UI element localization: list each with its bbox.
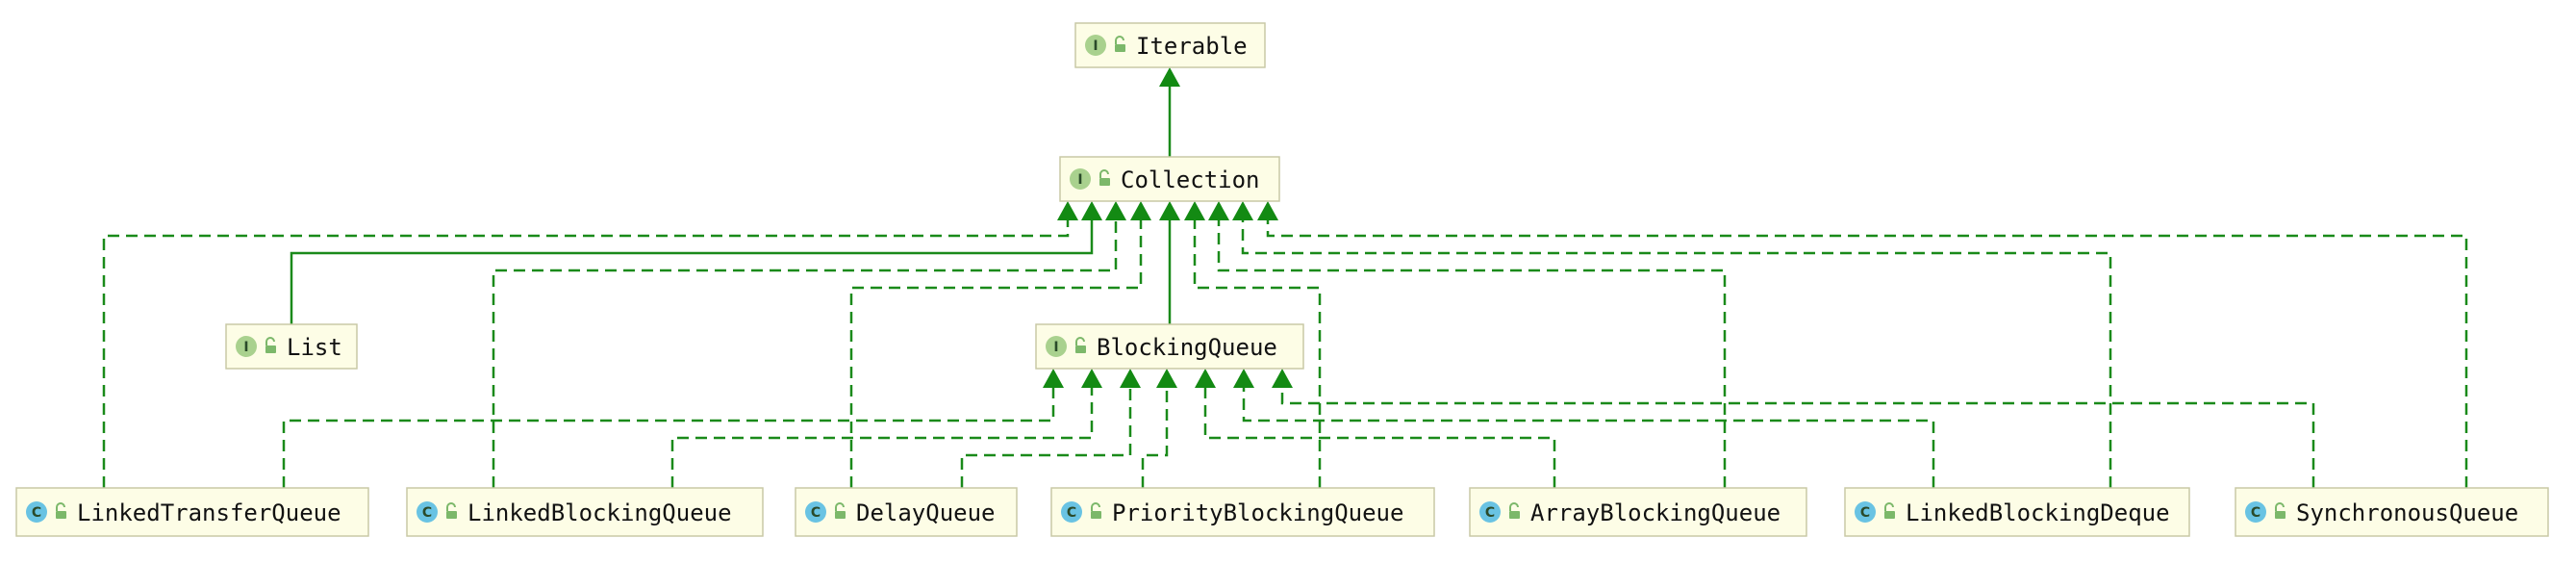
interface-I-icon — [1046, 336, 1067, 357]
node-box — [1050, 487, 1435, 537]
kind-badge-letter: C — [2251, 505, 2260, 521]
edge-linkedblockingqueue-to-collection — [492, 220, 1118, 488]
node-iterable[interactable]: I Iterable — [1074, 22, 1266, 68]
node-label: Iterable — [1136, 33, 1248, 60]
edge-linkedblockingqueue-to-blockingqueue — [670, 388, 1094, 488]
arrowhead-delayqueue-to-collection — [1130, 201, 1151, 220]
lock-icon — [1075, 337, 1086, 353]
node-label: SynchronousQueue — [2296, 499, 2518, 526]
node-label: DelayQueue — [856, 499, 996, 526]
lock-icon — [265, 337, 276, 353]
arrowhead-blockingqueue-to-collection — [1159, 201, 1180, 220]
interface-I-icon — [236, 336, 257, 357]
kind-badge-letter: I — [243, 340, 248, 355]
node-label: LinkedBlockingDeque — [1906, 499, 2170, 526]
lock-icon — [1115, 36, 1125, 52]
arrowhead-delayqueue-to-blockingqueue — [1120, 369, 1141, 388]
class-C-icon — [1479, 501, 1501, 523]
node-linkedtransferqueue[interactable]: C LinkedTransferQueue — [15, 487, 369, 537]
class-C-icon — [417, 501, 438, 523]
arrowhead-linkedtransferqueue-to-blockingqueue — [1043, 369, 1064, 388]
lock-icon — [446, 502, 457, 519]
edge-priorityblockingqueue-to-collection — [1193, 220, 1322, 488]
kind-badge-letter: C — [1067, 505, 1076, 521]
kind-badge-letter: C — [32, 505, 41, 521]
arrowhead-linkedblockingdeque-to-collection — [1232, 201, 1253, 220]
kind-badge-letter: C — [1860, 505, 1870, 521]
arrowhead-synchronousqueue-to-blockingqueue — [1272, 369, 1293, 388]
node-list[interactable]: I List — [225, 323, 358, 370]
lock-icon — [1099, 169, 1110, 186]
lock-icon — [1091, 502, 1101, 519]
edge-arrayblockingqueue-to-blockingqueue — [1203, 388, 1556, 488]
node-label: PriorityBlockingQueue — [1112, 499, 1403, 526]
lock-icon — [1509, 502, 1520, 519]
arrowhead-list-to-collection — [1081, 201, 1102, 220]
lock-icon — [2275, 502, 2286, 519]
node-box — [1074, 22, 1266, 68]
arrowhead-linkedtransferqueue-to-collection — [1057, 201, 1078, 220]
node-priorityblockingqueue[interactable]: C PriorityBlockingQueue — [1050, 487, 1435, 537]
edge-synchronousqueue-to-collection — [1266, 220, 2468, 488]
kind-badge-letter: C — [811, 505, 821, 521]
arrowhead-linkedblockingqueue-to-collection — [1105, 201, 1126, 220]
node-label: BlockingQueue — [1097, 334, 1277, 361]
node-box — [406, 487, 764, 537]
edge-synchronousqueue-to-blockingqueue — [1280, 388, 2315, 488]
node-linkedblockingdeque[interactable]: C LinkedBlockingDeque — [1844, 487, 2190, 537]
node-box — [225, 323, 358, 370]
arrowhead-collection-to-iterable — [1159, 67, 1180, 87]
interface-I-icon — [1070, 168, 1091, 190]
class-C-icon — [2245, 501, 2266, 523]
kind-badge-letter: C — [422, 505, 432, 521]
arrowhead-linkedblockingdeque-to-blockingqueue — [1233, 369, 1254, 388]
arrowhead-synchronousqueue-to-collection — [1257, 201, 1278, 220]
edge-list-to-collection — [290, 220, 1094, 324]
node-label: ArrayBlockingQueue — [1530, 499, 1780, 526]
kind-badge-letter: C — [1485, 505, 1495, 521]
node-label: Collection — [1121, 166, 1260, 193]
node-box — [2235, 487, 2549, 537]
node-synchronousqueue[interactable]: C SynchronousQueue — [2235, 487, 2549, 537]
interface-I-icon — [1085, 35, 1106, 56]
node-linkedblockingqueue[interactable]: C LinkedBlockingQueue — [406, 487, 764, 537]
lock-icon — [56, 502, 66, 519]
class-C-icon — [805, 501, 826, 523]
edges-layer — [102, 87, 2468, 488]
node-blockingqueue[interactable]: I BlockingQueue — [1035, 323, 1304, 370]
class-C-icon — [1855, 501, 1876, 523]
node-delayqueue[interactable]: C DelayQueue — [795, 487, 1018, 537]
arrowhead-arrayblockingqueue-to-collection — [1208, 201, 1229, 220]
edge-linkedblockingdeque-to-collection — [1241, 220, 2112, 488]
edge-delayqueue-to-blockingqueue — [960, 388, 1132, 488]
lock-icon — [1884, 502, 1895, 519]
edge-delayqueue-to-collection — [849, 220, 1143, 488]
class-C-icon — [26, 501, 47, 523]
node-collection[interactable]: I Collection — [1059, 156, 1280, 202]
edge-linkedtransferqueue-to-collection — [102, 220, 1070, 488]
node-arrayblockingqueue[interactable]: C ArrayBlockingQueue — [1469, 487, 1807, 537]
arrowhead-priorityblockingqueue-to-blockingqueue — [1156, 369, 1177, 388]
arrowhead-linkedblockingqueue-to-blockingqueue — [1081, 369, 1102, 388]
edge-linkedblockingdeque-to-blockingqueue — [1242, 388, 1935, 488]
arrowhead-arrayblockingqueue-to-blockingqueue — [1195, 369, 1216, 388]
node-box — [1059, 156, 1280, 202]
node-box — [1469, 487, 1807, 537]
node-box — [795, 487, 1018, 537]
kind-badge-letter: I — [1053, 340, 1058, 355]
kind-badge-letter: I — [1077, 172, 1082, 188]
arrowhead-priorityblockingqueue-to-collection — [1184, 201, 1205, 220]
lock-icon — [835, 502, 846, 519]
class-C-icon — [1061, 501, 1082, 523]
edge-priorityblockingqueue-to-blockingqueue — [1141, 388, 1169, 488]
node-label: List — [287, 334, 342, 361]
node-label: LinkedTransferQueue — [77, 499, 341, 526]
arrowheads-layer — [1043, 67, 1293, 388]
node-label: LinkedBlockingQueue — [467, 499, 732, 526]
node-box — [15, 487, 369, 537]
kind-badge-letter: I — [1093, 38, 1098, 54]
node-box — [1844, 487, 2190, 537]
